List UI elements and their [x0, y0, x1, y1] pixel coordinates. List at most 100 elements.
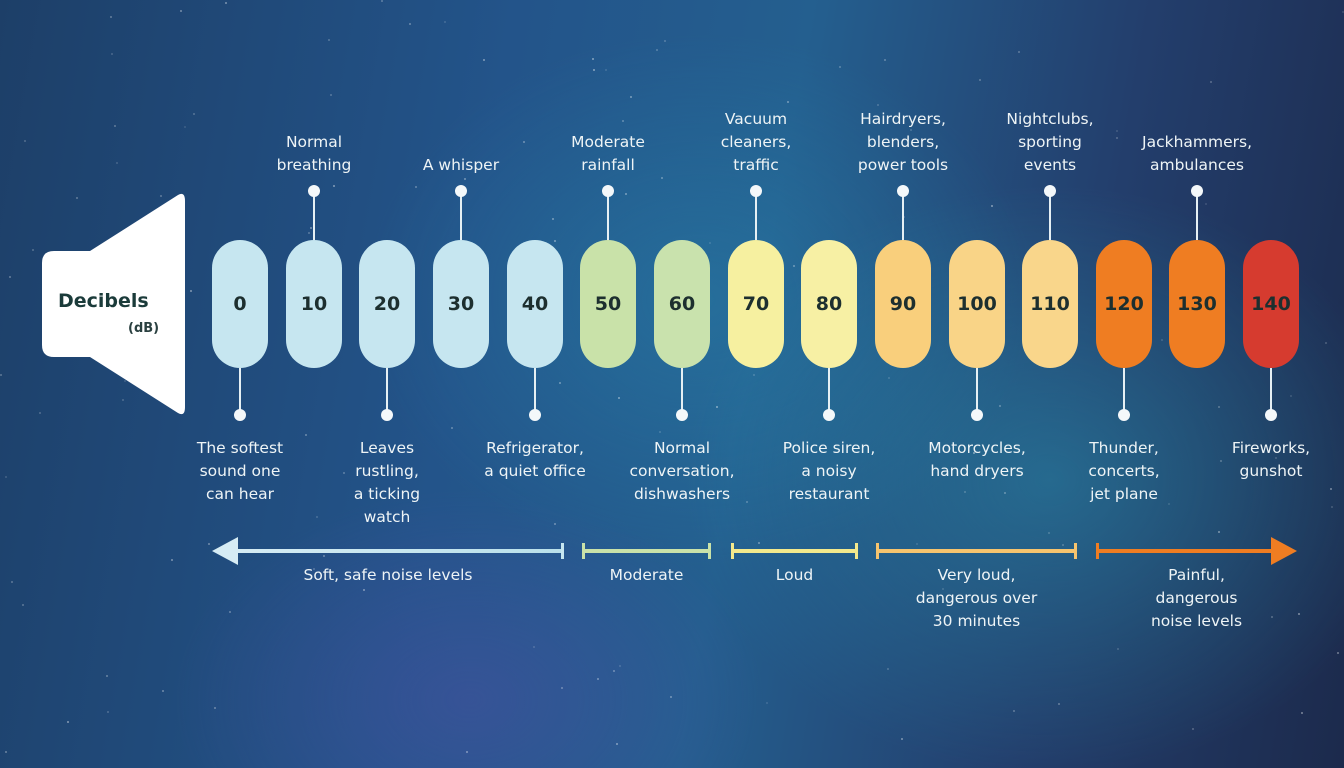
star-dot	[105, 674, 108, 677]
star-dot	[111, 52, 114, 55]
star-dot	[554, 239, 557, 242]
star-dot	[618, 396, 621, 399]
connector-line	[313, 191, 315, 240]
star-dot	[663, 39, 666, 42]
level-pill-20: 20	[359, 240, 415, 368]
star-dot	[1048, 532, 1051, 535]
star-dot	[38, 412, 41, 415]
star-dot	[1204, 203, 1207, 206]
range-label: Soft, safe noise levels	[303, 566, 473, 584]
connector-line	[828, 368, 830, 415]
star-dot	[327, 39, 330, 42]
star-dot	[1017, 51, 1020, 54]
connector-line	[755, 191, 757, 240]
level-pill-120: 120	[1096, 240, 1152, 368]
level-value: 100	[957, 293, 997, 315]
star-dot	[224, 2, 227, 5]
connector-dot	[897, 185, 909, 197]
level-value: 10	[300, 293, 328, 315]
level-pill-40: 40	[507, 240, 563, 368]
level-value: 90	[889, 293, 917, 315]
level-value: 80	[815, 293, 843, 315]
connector-dot	[823, 409, 835, 421]
range-cap-right	[561, 543, 564, 559]
star-dot	[0, 374, 3, 377]
star-dot	[1058, 702, 1061, 705]
star-dot	[408, 22, 411, 25]
star-dot	[1161, 338, 1164, 341]
star-dot	[596, 677, 599, 680]
connector-line	[1196, 191, 1198, 240]
star-dot	[656, 49, 659, 52]
star-dot	[670, 696, 673, 699]
connector-dot	[1118, 409, 1130, 421]
decibels-speaker-badge: Decibels (dB)	[42, 193, 187, 415]
star-dot	[1298, 613, 1301, 616]
speaker-title: Decibels	[58, 290, 149, 312]
speaker-unit: (dB)	[128, 321, 160, 336]
level-pill-100: 100	[949, 240, 1005, 368]
star-dot	[228, 611, 231, 614]
level-pill-110: 110	[1022, 240, 1078, 368]
star-dot	[887, 667, 890, 670]
star-dot	[309, 227, 312, 230]
range-bar-70-80	[731, 543, 858, 559]
range-line	[731, 549, 858, 553]
level-example-label: A whisper	[422, 156, 500, 174]
star-dot	[888, 377, 891, 380]
connector-line	[239, 368, 241, 415]
level-pill-0: 0	[212, 240, 268, 368]
level-example-label: Jackhammers,ambulances	[1142, 133, 1252, 174]
star-dot	[630, 96, 633, 99]
star-dot	[554, 522, 557, 525]
star-dot	[793, 265, 796, 267]
level-pill-50: 50	[580, 240, 636, 368]
star-dot	[363, 588, 366, 591]
star-dot	[659, 430, 662, 433]
star-dot	[1337, 651, 1339, 654]
star-dot	[1217, 405, 1220, 408]
connector-line	[460, 191, 462, 240]
level-pill-70: 70	[728, 240, 784, 368]
star-dot	[115, 161, 118, 164]
star-dot	[616, 742, 619, 745]
star-dot	[1289, 395, 1292, 398]
star-dot	[624, 193, 627, 196]
connector-line	[1049, 191, 1051, 240]
star-dot	[766, 701, 769, 704]
star-dot	[1116, 647, 1119, 650]
star-dot	[618, 664, 621, 667]
star-dot	[532, 645, 535, 648]
range-line	[876, 549, 1077, 553]
arrow-right-icon	[1271, 537, 1297, 565]
star-dot	[9, 276, 12, 279]
range-label: Moderate	[609, 566, 684, 584]
star-dot	[483, 59, 486, 62]
range-label: Loud	[775, 566, 814, 584]
range-bar-120-140	[1096, 537, 1297, 565]
star-dot	[161, 690, 164, 693]
arrow-left-icon	[212, 537, 238, 565]
star-dot	[757, 542, 760, 545]
star-dot	[109, 16, 112, 19]
star-dot	[558, 382, 561, 385]
level-value: 20	[373, 293, 401, 315]
range-cap-left	[731, 543, 734, 559]
star-dot	[715, 405, 718, 408]
level-value: 70	[742, 293, 770, 315]
star-dot	[883, 58, 886, 61]
star-dot	[1004, 491, 1007, 494]
star-dot	[592, 68, 595, 71]
connector-dot	[455, 185, 467, 197]
star-dot	[1331, 505, 1334, 508]
level-value: 0	[233, 293, 247, 315]
connector-line	[902, 191, 904, 240]
connector-dot	[602, 185, 614, 197]
range-cap-left	[876, 543, 879, 559]
